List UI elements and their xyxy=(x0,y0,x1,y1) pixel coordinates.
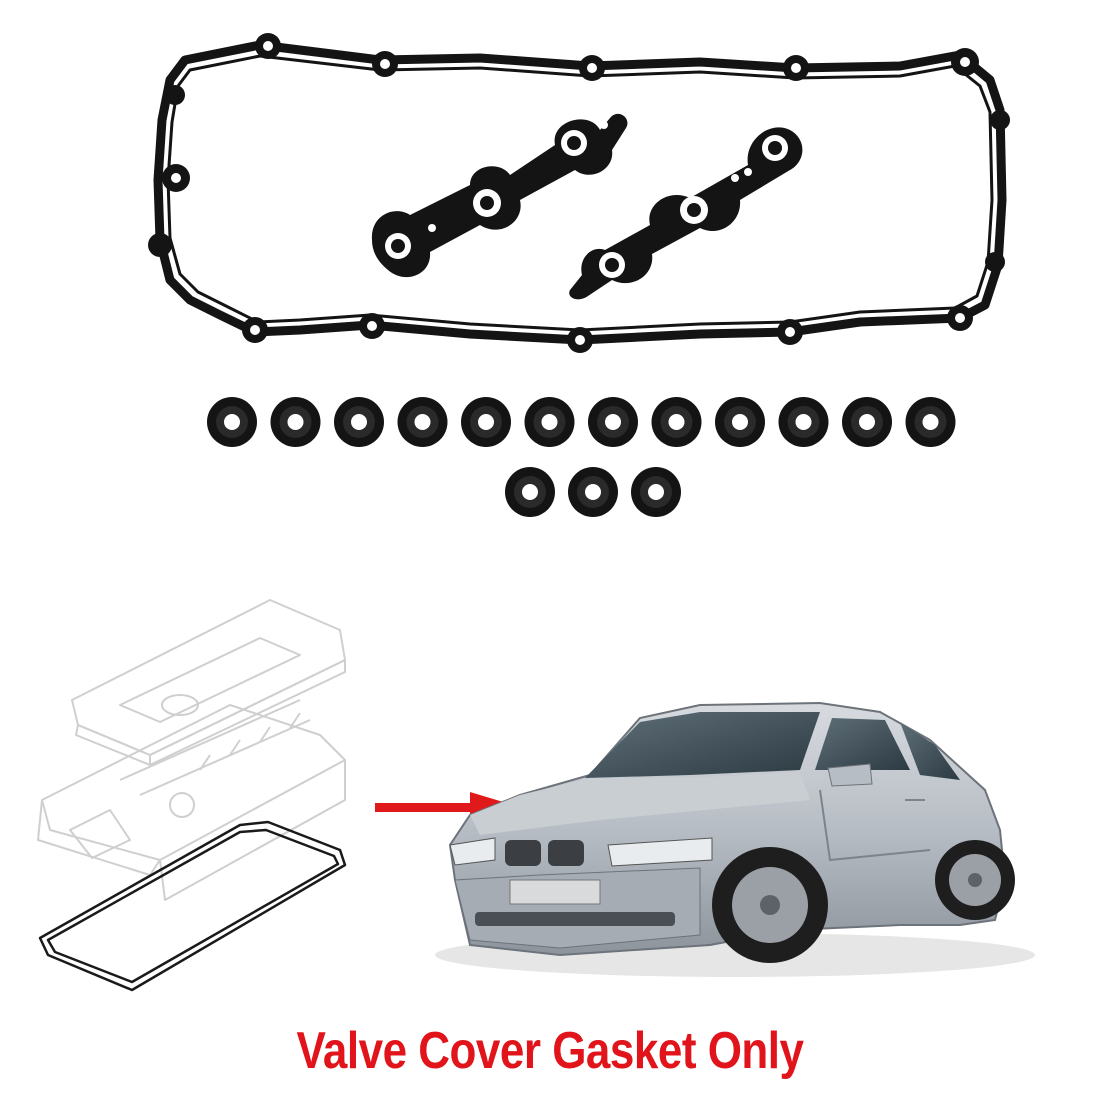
seal-ring-icon xyxy=(461,397,511,447)
valve-cover-gasket-icon xyxy=(148,33,1010,353)
seal-ring-icon xyxy=(568,467,618,517)
seal-ring-icon xyxy=(631,467,681,517)
seal-ring-icon xyxy=(334,397,384,447)
seal-ring-icon xyxy=(397,397,448,447)
seal-ring-icon xyxy=(715,397,765,447)
seal-ring-icon xyxy=(905,397,956,447)
seal-ring-icon xyxy=(270,397,321,447)
seal-ring-icon xyxy=(524,397,575,447)
seal-rings-group xyxy=(207,397,956,517)
seal-ring-icon xyxy=(651,397,702,447)
seal-ring-icon xyxy=(842,397,892,447)
caption-text: Valve Cover Gasket Only xyxy=(296,1022,804,1080)
spark-plug-gasket-right-icon xyxy=(569,127,803,300)
seal-ring-icon xyxy=(207,397,257,447)
seal-ring-icon xyxy=(588,397,638,447)
seal-ring-icon xyxy=(505,467,555,517)
seal-ring-icon xyxy=(778,397,829,447)
spark-plug-gasket-left-icon xyxy=(371,113,628,278)
